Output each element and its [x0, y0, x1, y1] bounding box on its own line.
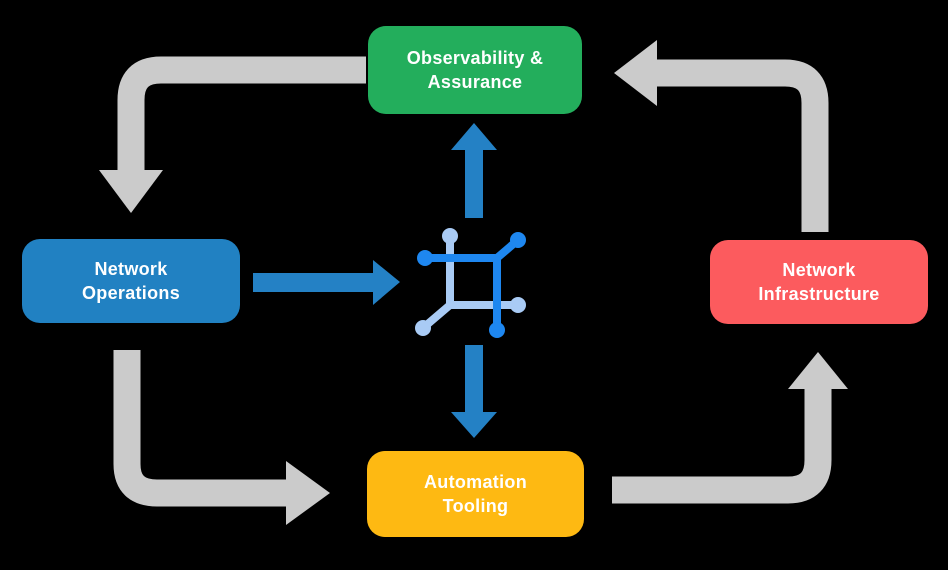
mesh-dark-branches: [417, 232, 526, 338]
node-label: Network Operations: [81, 258, 181, 303]
arrow-infrastructure-to-observability: [614, 40, 829, 232]
arrow-automation-to-infrastructure: [612, 352, 848, 504]
node-network-operations: Network Operations: [22, 239, 240, 323]
node-label: Automation Tooling: [424, 471, 527, 516]
mesh-light-branches: [415, 228, 526, 336]
arrow-operations-to-center: [253, 260, 400, 305]
node-automation-tooling: Automation Tooling: [367, 451, 584, 537]
arrow-operations-to-automation: [113, 350, 330, 525]
arrow-center-to-automation: [451, 345, 497, 438]
node-network-infrastructure: Network Infrastructure: [710, 240, 928, 324]
arrow-center-to-observability: [451, 123, 497, 218]
node-observability-assurance: Observability & Assurance: [368, 26, 582, 114]
node-label: Network Infrastructure: [758, 259, 880, 304]
network-mesh-icon: [415, 228, 526, 338]
node-label: Observability & Assurance: [406, 47, 544, 92]
arrow-observability-to-operations: [99, 56, 366, 213]
